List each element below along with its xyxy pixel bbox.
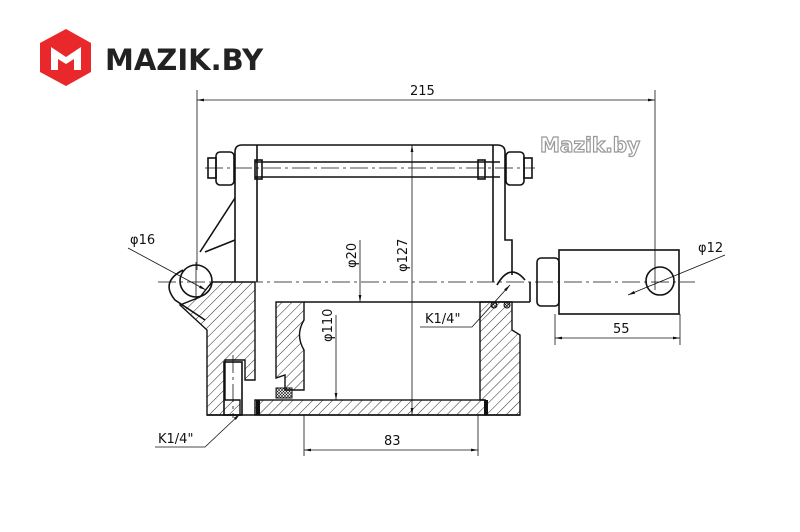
housing-body <box>178 281 521 418</box>
watermark: Mazik.by <box>540 133 640 157</box>
right-nut-icon <box>505 151 525 186</box>
dimension-83: 83 <box>303 415 479 456</box>
svg-text:φ127: φ127 <box>396 239 411 272</box>
svg-text:215: 215 <box>410 84 435 99</box>
shaft <box>304 271 531 309</box>
dimension-phi110: φ110 <box>321 309 338 400</box>
top-frame <box>199 144 535 282</box>
thread-callout-bottom: K1/4" <box>155 413 241 448</box>
logo-m-icon <box>51 47 81 70</box>
svg-text:K1/4": K1/4" <box>158 432 193 447</box>
dimension-phi16: φ16 <box>127 233 207 291</box>
svg-text:K1/4": K1/4" <box>425 312 460 327</box>
left-ear <box>168 262 213 321</box>
dimension-phi127: φ127 <box>396 145 414 415</box>
svg-text:φ12: φ12 <box>698 241 723 256</box>
svg-text:83: 83 <box>384 434 401 449</box>
svg-text:φ20: φ20 <box>345 243 360 268</box>
logo-text: MAZIK.BY <box>105 43 264 77</box>
svg-text:φ110: φ110 <box>321 309 336 342</box>
svg-text:φ16: φ16 <box>130 233 155 248</box>
dimension-phi20: φ20 <box>345 240 362 302</box>
mazik-logo[interactable]: MAZIK.BY <box>40 29 264 86</box>
dimension-215: 215 <box>196 84 656 290</box>
thread-callout-right: K1/4" <box>420 284 511 328</box>
right-pin-holder: 55 <box>536 249 681 345</box>
svg-text:55: 55 <box>613 322 630 337</box>
dimension-phi12: φ12 <box>627 241 726 296</box>
